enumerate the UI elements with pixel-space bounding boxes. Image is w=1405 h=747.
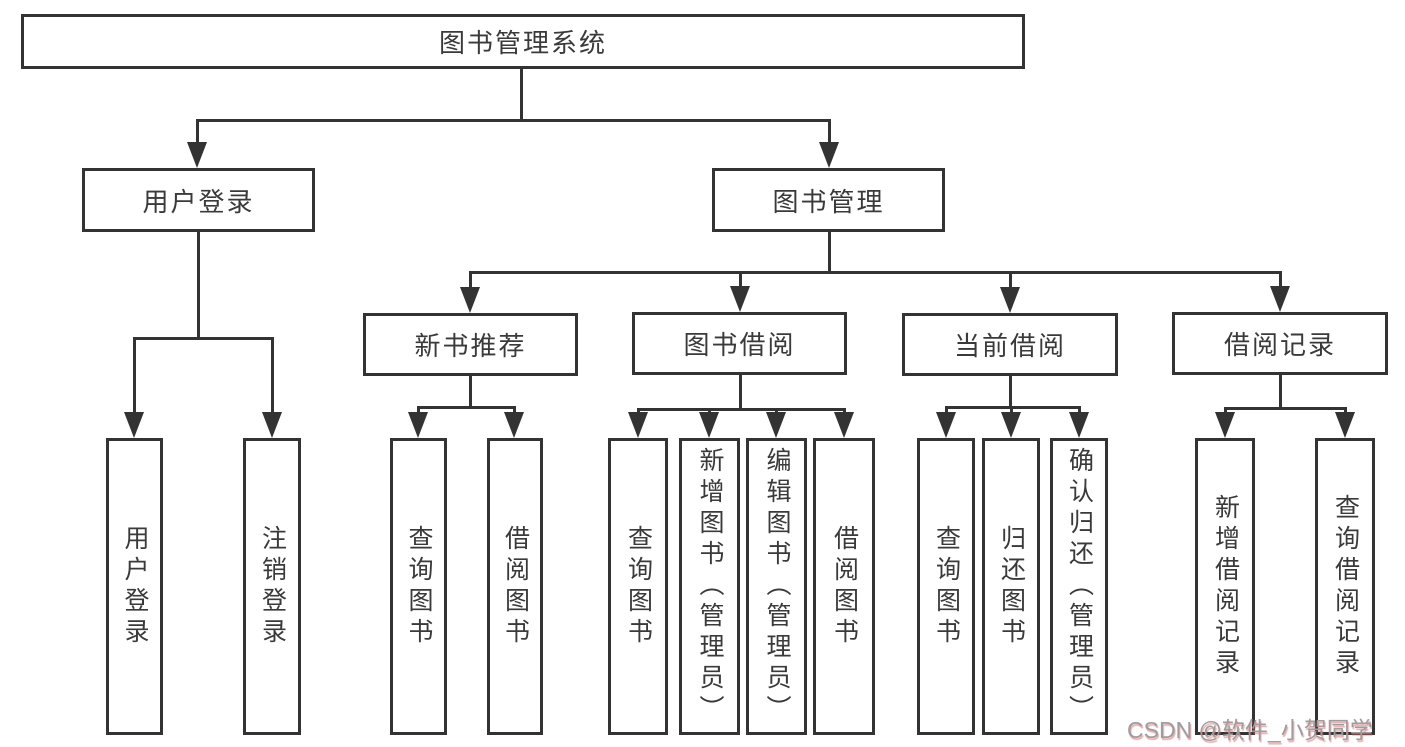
node-book-management: 图书管理	[712, 168, 945, 232]
leaf-user-logout-label: 注销登录	[258, 524, 287, 649]
connector-drop-cat	[469, 272, 472, 289]
connector-drop-leaf	[1224, 408, 1227, 414]
arrow-down-icon	[730, 286, 750, 312]
arrow-down-icon	[819, 142, 839, 168]
connector-borrow-stub	[739, 375, 742, 411]
leaf-user-login-label: 用户登录	[121, 524, 149, 649]
connector-user-children	[133, 337, 274, 340]
arrow-down-icon	[834, 412, 854, 438]
connector-drop-leaf	[843, 409, 846, 414]
arrow-down-icon	[628, 412, 648, 438]
leaf-borrow-query-label: 查询图书	[624, 524, 653, 649]
connector-drop-leaf	[945, 407, 948, 414]
connector-user-stub	[197, 232, 200, 340]
connector-drop-leaf	[1344, 408, 1347, 414]
connector-drop-book	[828, 119, 831, 145]
node-current-borrow-label: 当前借阅	[953, 331, 1066, 361]
arrow-down-icon	[1270, 286, 1290, 312]
connector-drop-user	[196, 119, 199, 145]
node-user-login-group-label: 用户登录	[142, 186, 255, 217]
leaf-records-add-label: 新增借阅记录	[1211, 493, 1240, 680]
node-user-login-group: 用户登录	[82, 168, 315, 232]
leaf-newbook-borrow: 借阅图书	[487, 438, 543, 735]
leaf-current-query: 查询图书	[917, 438, 975, 735]
connector-drop-leaf	[775, 409, 778, 414]
node-book-borrow: 图书借阅	[632, 312, 847, 375]
leaf-records-query-label: 查询借阅记录	[1331, 493, 1360, 680]
node-book-borrow-label: 图书借阅	[683, 330, 796, 360]
connector-trunk	[520, 68, 523, 120]
arrow-down-icon	[124, 412, 144, 438]
connector-current-stub	[1009, 376, 1012, 409]
leaf-user-login: 用户登录	[106, 438, 163, 735]
arrow-down-icon	[187, 142, 207, 168]
arrow-down-icon	[460, 287, 480, 313]
csdn-watermark: CSDN @软件_小贺同学	[1127, 717, 1373, 743]
connector-drop-leaf	[637, 409, 640, 414]
leaf-current-return: 归还图书	[982, 438, 1040, 735]
arrow-down-icon	[1215, 412, 1235, 438]
connector-drop-leaf	[708, 409, 711, 414]
arrow-down-icon	[1335, 412, 1355, 438]
connector-records-children	[1224, 407, 1347, 410]
node-new-book-recommend-label: 新书推荐	[414, 331, 527, 361]
leaf-newbook-query-label: 查询图书	[405, 524, 433, 649]
node-root: 图书管理系统	[21, 14, 1025, 69]
leaf-user-logout: 注销登录	[243, 438, 301, 735]
node-borrow-records: 借阅记录	[1172, 312, 1388, 375]
connector-drop-leaf	[1078, 407, 1081, 414]
connector-drop-leaf	[1010, 407, 1013, 414]
leaf-borrow-add-admin-label: 新增图书（管理员）	[696, 447, 724, 726]
connector-level2	[196, 119, 831, 122]
connector-newbook-stub	[469, 376, 472, 409]
connector-drop-leaf	[417, 407, 420, 414]
leaf-borrow-add-admin: 新增图书（管理员）	[679, 438, 740, 735]
connector-borrow-children	[637, 408, 846, 411]
connector-level3	[469, 271, 1282, 274]
connector-drop-cat	[1279, 272, 1282, 289]
leaf-records-add: 新增借阅记录	[1195, 438, 1255, 735]
connector-newbook-children	[417, 406, 516, 409]
node-new-book-recommend: 新书推荐	[363, 313, 578, 376]
leaf-current-query-label: 查询图书	[932, 524, 961, 649]
connector-book-stub	[828, 232, 831, 274]
connector-drop-leaf	[133, 338, 136, 414]
leaf-current-confirm-admin: 确认归还（管理员）	[1050, 438, 1108, 735]
connector-drop-leaf	[513, 407, 516, 414]
leaf-borrow-query: 查询图书	[608, 438, 668, 735]
leaf-records-query: 查询借阅记录	[1315, 438, 1375, 735]
leaf-borrow-edit-admin: 编辑图书（管理员）	[746, 438, 807, 735]
connector-drop-cat	[1009, 272, 1012, 289]
leaf-current-return-label: 归还图书	[997, 524, 1026, 649]
arrow-down-icon	[699, 412, 719, 438]
arrow-down-icon	[1000, 287, 1020, 313]
leaf-borrow-borrow-label: 借阅图书	[830, 524, 859, 649]
arrow-down-icon	[936, 412, 956, 438]
connector-records-stub	[1279, 375, 1282, 410]
arrow-down-icon	[408, 412, 428, 438]
connector-current-children	[945, 406, 1081, 409]
node-borrow-records-label: 借阅记录	[1223, 330, 1336, 360]
arrow-down-icon	[766, 412, 786, 438]
connector-drop-cat	[739, 272, 742, 289]
arrow-down-icon	[262, 412, 282, 438]
connector-drop-leaf	[271, 338, 274, 414]
leaf-newbook-borrow-label: 借阅图书	[501, 524, 530, 649]
leaf-newbook-query: 查询图书	[390, 438, 447, 735]
arrow-down-icon	[1001, 412, 1021, 438]
arrow-down-icon	[504, 412, 524, 438]
leaf-current-confirm-admin-label: 确认归还（管理员）	[1065, 447, 1094, 726]
node-root-label: 图书管理系统	[438, 28, 607, 58]
node-current-borrow: 当前借阅	[902, 313, 1118, 376]
node-book-management-label: 图书管理	[772, 186, 885, 217]
leaf-borrow-borrow: 借阅图书	[813, 438, 875, 735]
arrow-down-icon	[1069, 412, 1089, 438]
leaf-borrow-edit-admin-label: 编辑图书（管理员）	[763, 447, 791, 726]
